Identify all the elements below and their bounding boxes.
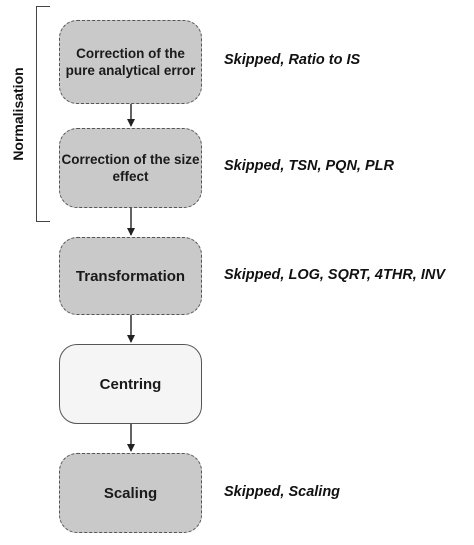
step-size-effect-options: Skipped, TSN, PQN, PLR [224,158,394,174]
step-pure-analytical-error-options: Skipped, Ratio to IS [224,52,361,68]
step-size-effect-label: Correction of the size effect [61,152,200,184]
step-size-effect: Correction of the size effect [59,128,202,208]
normalisation-bracket [36,6,50,222]
step-transformation: Transformation [59,237,202,315]
step-scaling-options: Skipped, Scaling [224,484,341,500]
step-pure-analytical-error-label: Correction of the pure analytical error [65,46,196,78]
step-centring: Centring [59,344,202,424]
step-scaling-label: Scaling [103,484,158,502]
step-scaling: Scaling [59,453,202,533]
step-pure-analytical-error: Correction of the pure analytical error [59,20,202,104]
step-transformation-options: Skipped, LOG, SQRT, 4THR, INV [224,267,446,283]
step-transformation-label: Transformation [75,267,186,285]
step-centring-label: Centring [99,375,162,393]
